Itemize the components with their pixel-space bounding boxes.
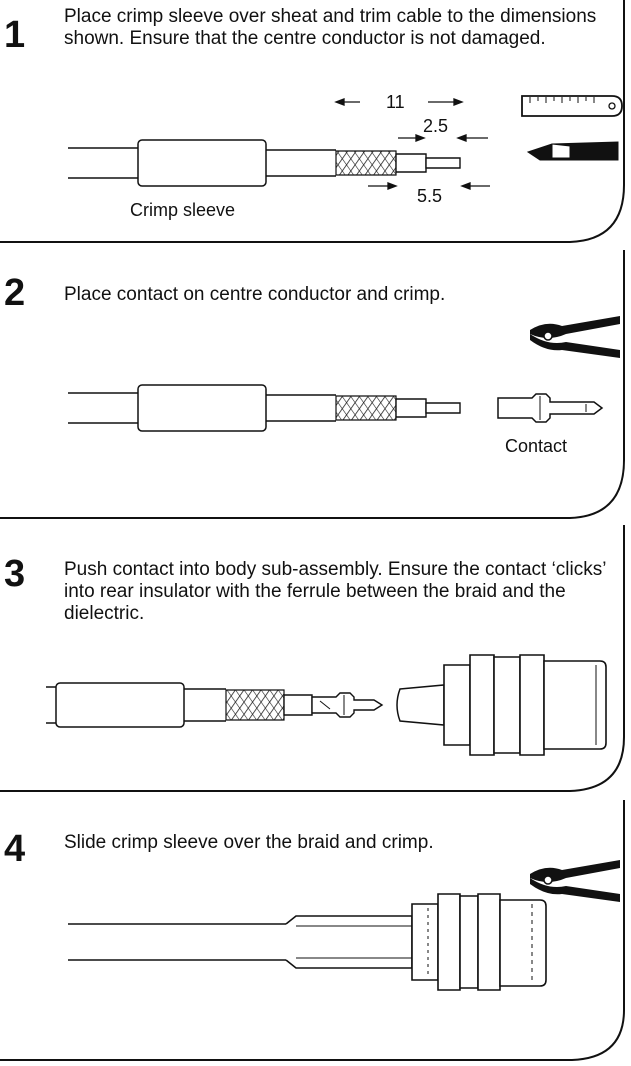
step-4-instruction: Slide crimp sleeve over the braid and cr… bbox=[64, 832, 434, 853]
step-4-panel: 4 Slide crimp sleeve over the braid and … bbox=[0, 800, 631, 1066]
step-1-cable-diagram bbox=[0, 0, 631, 245]
step-2-number: 2 bbox=[4, 272, 26, 314]
dimension-5-5-label: 5.5 bbox=[417, 186, 443, 206]
contact-label: Contact bbox=[505, 436, 568, 456]
step-1-panel: 1 Place crimp sleeve over sheat and trim… bbox=[0, 0, 631, 245]
step-1-number: 1 bbox=[4, 14, 26, 56]
step-3-instruction: Push contact into body sub-assembly. Ens… bbox=[64, 559, 606, 624]
crimp-tool-icon bbox=[530, 316, 620, 358]
knife-icon bbox=[0, 0, 631, 245]
step-2-panel: 2 Place contact on centre conductor and … bbox=[0, 250, 631, 520]
step-4-number: 4 bbox=[4, 828, 26, 870]
dimension-2-5-label: 2.5 bbox=[423, 116, 449, 136]
step-4-frame bbox=[0, 800, 625, 1061]
dimension-11-label: 11 bbox=[386, 92, 405, 112]
step-1-instruction: Place crimp sleeve over sheat and trim c… bbox=[64, 6, 597, 49]
crimp-tool-icon-step-4 bbox=[530, 860, 620, 902]
ruler-icon bbox=[0, 0, 631, 245]
step-4-assembled-connector bbox=[0, 800, 631, 1066]
step-3-panel: 3 Push contact into body sub-assembly. E… bbox=[0, 525, 631, 795]
step-3-assembly-diagram bbox=[0, 525, 631, 795]
step-1-frame bbox=[0, 0, 625, 243]
crimp-sleeve-label: Crimp sleeve bbox=[130, 200, 236, 220]
step-2-frame bbox=[0, 250, 625, 519]
step-2-cable-diagram bbox=[0, 250, 631, 520]
contact-pin bbox=[0, 250, 631, 520]
step-3-frame bbox=[0, 525, 625, 792]
step-3-number: 3 bbox=[4, 553, 26, 595]
step-2-instruction: Place contact on centre conductor and cr… bbox=[64, 284, 446, 305]
